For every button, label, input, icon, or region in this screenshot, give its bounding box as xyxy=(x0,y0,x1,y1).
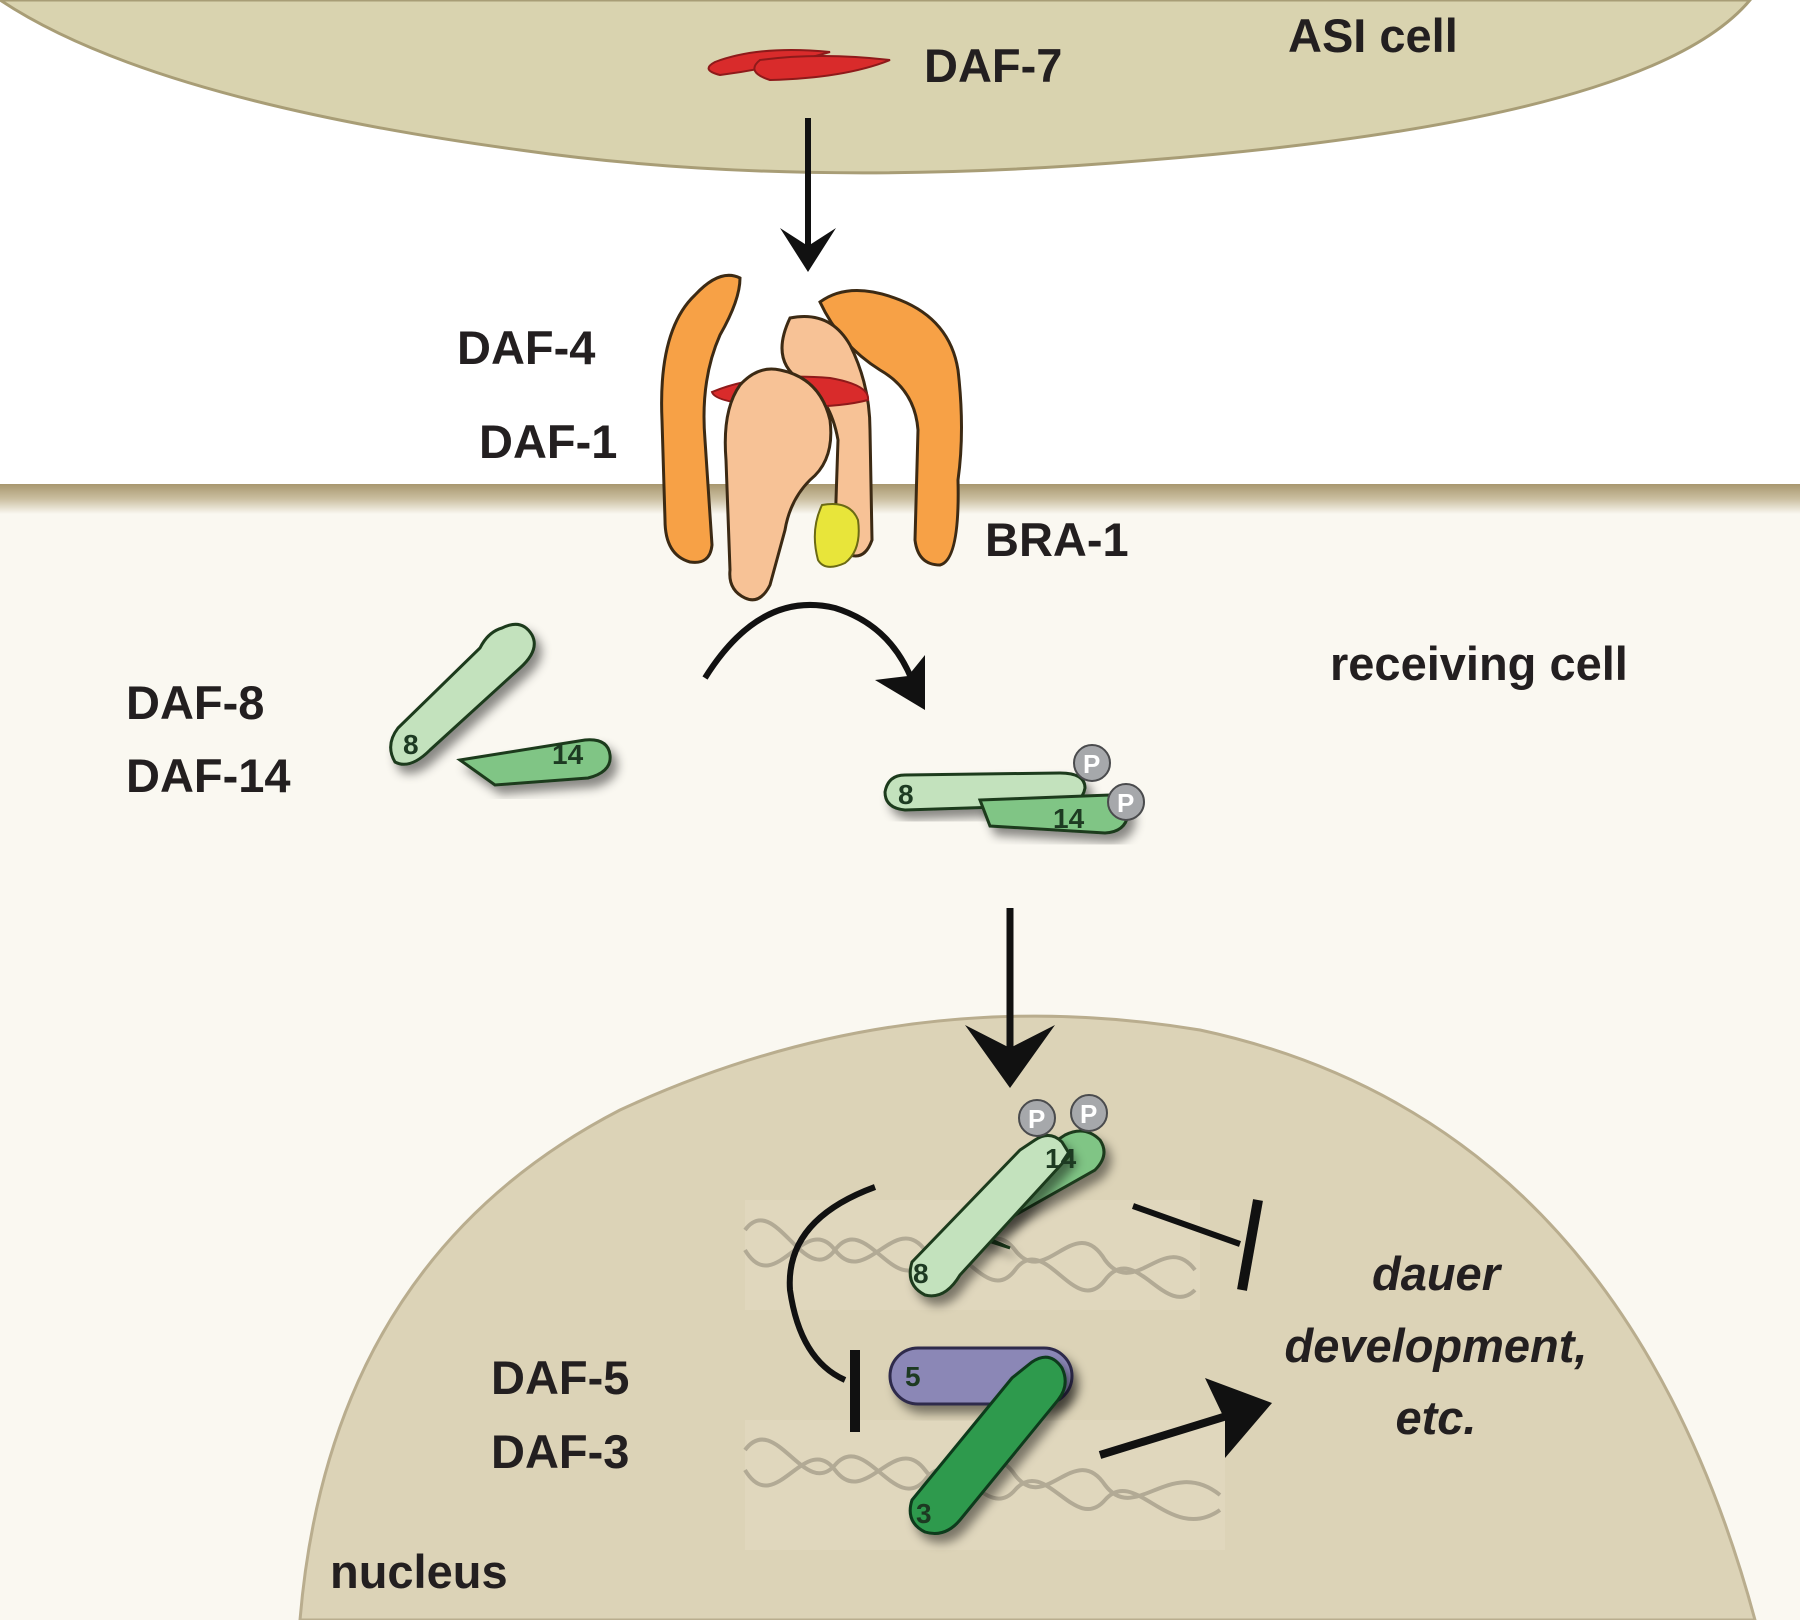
daf8-number-phospho: 8 xyxy=(898,779,914,810)
daf5-label: DAF-5 xyxy=(491,1351,629,1404)
asi-cell-body xyxy=(0,0,1752,175)
daf14-number-phospho: 14 xyxy=(1053,803,1085,834)
phospho-group-4 xyxy=(1070,1094,1108,1132)
daf8-number: 8 xyxy=(403,729,419,760)
phospho-group-1 xyxy=(1073,744,1111,782)
bra1-label: BRA-1 xyxy=(985,513,1129,566)
daf14-number: 14 xyxy=(552,739,584,770)
arrow-ligand-to-receptor xyxy=(780,118,836,272)
outcome-label-line2: development, xyxy=(1285,1319,1588,1372)
daf4-receptor-right xyxy=(818,289,963,567)
nucleus-body xyxy=(298,1014,1757,1620)
cell-membrane xyxy=(0,484,1800,514)
daf8-daf14-unphosphorylated: 8 14 xyxy=(389,622,612,787)
daf7-ligand xyxy=(707,48,891,82)
arrow-into-nucleus xyxy=(965,908,1055,1088)
bra1-protein xyxy=(813,503,860,568)
receiving-cell-label: receiving cell xyxy=(1330,637,1628,690)
daf8-subunit-nuclear xyxy=(908,1134,1072,1298)
daf8-daf14-phosphorylated: 8 14 P P xyxy=(883,744,1145,835)
daf5-daf3-complex: 5 3 xyxy=(888,1346,1074,1535)
arrow-daf3-to-dauer xyxy=(1098,1378,1272,1459)
phospho-group-3 xyxy=(1018,1099,1056,1137)
phospho-label-3: P xyxy=(1028,1104,1045,1134)
daf1-receptor-left xyxy=(723,367,833,602)
phospho-label-2: P xyxy=(1117,788,1134,818)
arrow-phosphorylation xyxy=(702,602,925,710)
outcome-label-line3: etc. xyxy=(1396,1391,1477,1444)
phospho-label-4: P xyxy=(1080,1099,1097,1129)
daf5-number: 5 xyxy=(905,1361,921,1392)
daf14-subunit xyxy=(456,738,612,787)
phospho-label-1: P xyxy=(1083,749,1100,779)
inhibit-daf8-to-dauer xyxy=(1131,1199,1263,1291)
daf4-receptor-left xyxy=(660,273,742,564)
inhibit-daf8-to-daf5 xyxy=(786,1184,877,1432)
receptor-complex xyxy=(660,273,963,602)
daf1-label: DAF-1 xyxy=(479,415,617,468)
daf3-label: DAF-3 xyxy=(491,1425,629,1478)
outcome-label-line1: dauer xyxy=(1372,1247,1503,1300)
daf8-daf14-nuclear: 14 8 P P xyxy=(908,1094,1108,1298)
daf8-number-nuclear: 8 xyxy=(913,1258,929,1289)
daf8-subunit xyxy=(389,622,536,766)
daf4-label: DAF-4 xyxy=(457,321,595,374)
nucleus-label: nucleus xyxy=(330,1545,508,1598)
asi-cell-label: ASI cell xyxy=(1288,9,1458,62)
daf14-number-nuclear: 14 xyxy=(1045,1143,1077,1174)
daf3-number: 3 xyxy=(916,1498,932,1529)
daf8-label: DAF-8 xyxy=(126,676,264,729)
daf7-label: DAF-7 xyxy=(924,39,1062,92)
daf14-label: DAF-14 xyxy=(126,749,291,802)
phospho-group-2 xyxy=(1107,783,1145,821)
daf3-protein xyxy=(908,1355,1067,1535)
